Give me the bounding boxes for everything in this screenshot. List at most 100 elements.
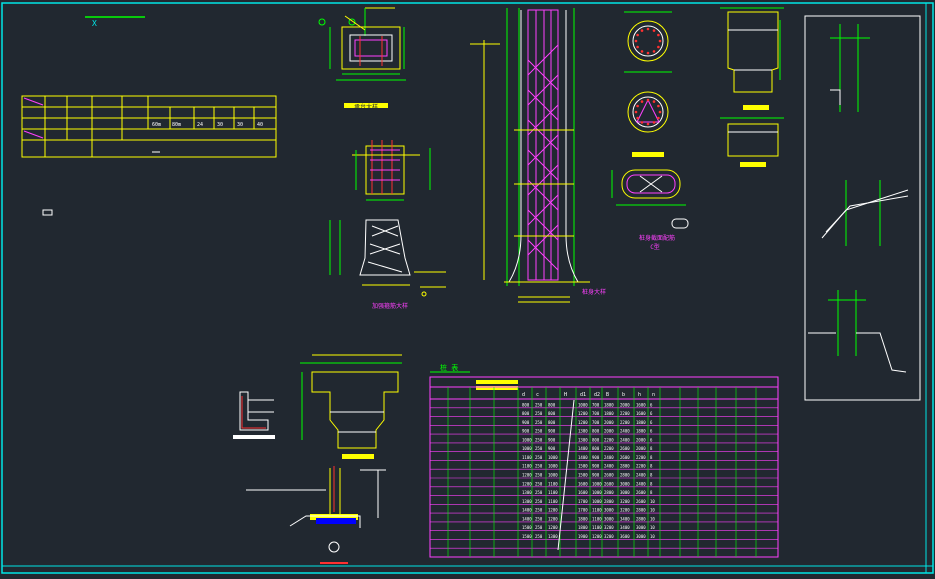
- schedule-cell: 2200: [620, 411, 630, 416]
- rebar-dot: [658, 39, 662, 43]
- schedule-cell: 2600: [636, 490, 646, 495]
- rebar-dot: [657, 104, 660, 108]
- schedule-cell: 2800: [620, 473, 630, 478]
- schedule-cell: 250: [535, 499, 543, 504]
- schedule-cell: 250: [535, 420, 543, 425]
- schedule-cell: 3000: [620, 481, 630, 486]
- schedule-cell: 2600: [620, 446, 630, 451]
- schedule-cell: 6: [650, 429, 653, 434]
- rebar-dot: [658, 110, 662, 114]
- pile-detail-title: 桩身大样: [582, 288, 606, 296]
- schedule-cell: 1800: [604, 411, 614, 416]
- rebar-dot: [636, 116, 639, 120]
- schedule-cell: 2200: [636, 464, 646, 469]
- small-marker: [42, 209, 53, 216]
- schedule-cell: 250: [535, 481, 543, 486]
- pile-detail-view: 桩身大样: [470, 8, 606, 303]
- schedule-cell: 2600: [604, 473, 614, 478]
- schedule-header-d: d: [522, 392, 525, 398]
- schedule-cell: 1300: [522, 490, 532, 495]
- schedule-cell: 1100: [548, 481, 558, 486]
- schedule-cell: 800: [548, 411, 556, 416]
- schedule-cell: 3400: [620, 516, 630, 521]
- schedule-cell: 10: [650, 516, 655, 521]
- excavation-detail-box: [804, 15, 921, 401]
- schedule-cell: 2600: [636, 499, 646, 504]
- schedule-cell: 1800: [604, 402, 614, 407]
- schedule-cell: 1400: [522, 508, 532, 513]
- rebar-dot: [640, 50, 644, 53]
- schedule-cell: 1200: [548, 525, 558, 530]
- schedule-cell: 8: [650, 455, 653, 460]
- schedule-cell: 800: [592, 446, 600, 451]
- schedule-cell: 250: [535, 516, 543, 521]
- schedule-cell: 1500: [522, 534, 532, 539]
- schedule-cell: 1000: [522, 446, 532, 451]
- schedule-cell: 2200: [604, 446, 614, 451]
- schedule-cell: 1000: [592, 490, 602, 495]
- size-header-5: 40: [257, 122, 263, 128]
- wall-section-view: [233, 391, 275, 439]
- schedule-cell: 900: [548, 429, 556, 434]
- size-header-1: 80m: [172, 122, 181, 128]
- rebar-dot: [657, 33, 660, 37]
- schedule-cell: 800: [592, 437, 600, 442]
- section-view-c: 桩身截面配筋 C型: [611, 169, 689, 251]
- schedule-header-n: n: [652, 392, 655, 398]
- schedule-cell: 800: [522, 411, 530, 416]
- schedule-cell: 2400: [636, 481, 646, 486]
- schedule-cell: 1200: [578, 420, 588, 425]
- schedule-cell: 3000: [604, 508, 614, 513]
- schedule-cell: 1300: [548, 534, 558, 539]
- schedule-cell: 1200: [592, 534, 602, 539]
- schedule-cell: 8: [650, 446, 653, 451]
- schedule-cell: 250: [535, 429, 543, 434]
- schedule-cell: 800: [548, 420, 556, 425]
- schedule-cell: 3600: [620, 534, 630, 539]
- pile-circle-sections: [624, 11, 672, 157]
- rebar-dot: [652, 100, 656, 103]
- schedule-cell: 6: [650, 411, 653, 416]
- spiral-detail-title: 加强箍筋大样: [372, 302, 408, 310]
- legend-marker: X: [85, 16, 145, 28]
- schedule-cell: 250: [535, 411, 543, 416]
- schedule-cell: 900: [592, 455, 600, 460]
- schedule-header-B: B: [606, 392, 609, 398]
- schedule-cell: 250: [535, 525, 543, 530]
- schedule-cell: 1700: [578, 499, 588, 504]
- schedule-cell: 3000: [636, 534, 646, 539]
- schedule-cell: 10: [650, 525, 655, 530]
- section-title: 桩身截面配筋: [639, 234, 675, 242]
- schedule-cell: 2800: [636, 516, 646, 521]
- rebar-dots-lower: [634, 98, 662, 126]
- schedule-cell: 700: [592, 411, 600, 416]
- schedule-cell: 2400: [636, 473, 646, 478]
- rebar-dot: [640, 121, 644, 124]
- schedule-cell: 2400: [604, 464, 614, 469]
- schedule-cell: 2400: [604, 455, 614, 460]
- schedule-cell: 1000: [578, 402, 588, 407]
- schedule-body-cells: 800 250 800 1000 700 1800 2000 1600 6 800 250 800 12…: [522, 402, 655, 539]
- cap-detail-view: 承台大样: [318, 7, 406, 111]
- schedule-cell: 1500: [578, 473, 588, 478]
- schedule-header-b: b: [622, 392, 625, 398]
- schedule-cell: 1600: [578, 481, 588, 486]
- schedule-cell: 900: [548, 437, 556, 442]
- schedule-cell: 1800: [636, 420, 646, 425]
- schedule-cell: 1400: [578, 446, 588, 451]
- schedule-cell: 1300: [578, 437, 588, 442]
- schedule-cell: 250: [535, 402, 543, 407]
- schedule-header-c: c: [536, 392, 539, 398]
- schedule-cell: 2600: [604, 481, 614, 486]
- schedule-cell: 1400: [578, 455, 588, 460]
- schedule-cell: 250: [535, 473, 543, 478]
- schedule-cell: 1200: [522, 473, 532, 478]
- schedule-cell: 10: [650, 499, 655, 504]
- schedule-cell: 800: [592, 429, 600, 434]
- schedule-cell: 250: [535, 437, 543, 442]
- schedule-cell: 3200: [604, 525, 614, 530]
- schedule-cell: 2000: [636, 437, 646, 442]
- rebar-dot: [636, 45, 639, 49]
